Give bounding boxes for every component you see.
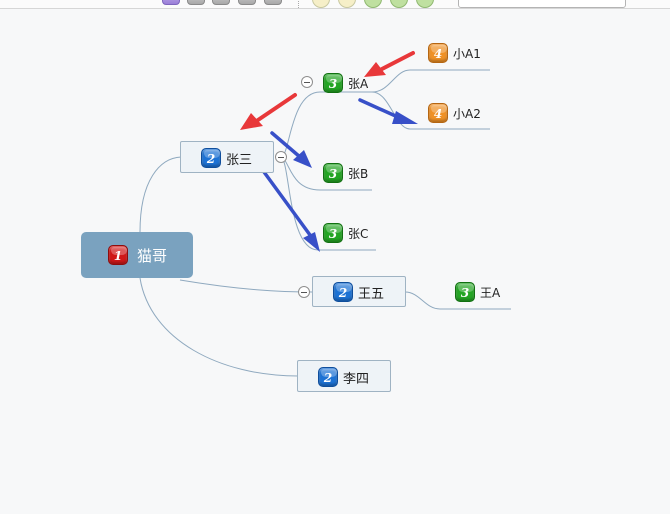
priority-2-icon: 2 [201,148,221,168]
topic-xiaoa2[interactable]: 4 小A2 [428,103,498,123]
search-input[interactable] [458,0,626,8]
priority-number: 3 [328,227,338,241]
connector-zhanga-xiaoa1 [371,69,490,93]
connector-central-zhangsan [139,156,182,233]
collapse-toggle-zhangsan[interactable] [275,151,287,163]
topic-wangwu[interactable]: 2 王五 [312,276,406,307]
priority-3-icon: 3 [323,223,343,243]
topic-label: 张三 [226,153,253,168]
toolbar-separator [298,0,299,8]
topic-label: 小A1 [453,47,481,61]
topic-zhangc[interactable]: 3 张C [323,223,383,243]
priority-number: 3 [328,77,338,91]
red-arrowhead [240,113,263,130]
priority-3-icon: 3 [455,282,475,302]
priority-number: 2 [206,152,216,166]
toolbar-icon[interactable] [238,0,256,5]
priority-number: 2 [323,371,333,385]
topic-label: 张B [348,167,369,181]
priority-number: 4 [433,47,443,61]
topic-lisi[interactable]: 2 李四 [297,360,391,392]
topic-label: 王五 [358,287,385,302]
topic-label: 张C [348,227,369,241]
topic-label: 小A2 [453,107,481,121]
priority-2-icon: 2 [318,367,338,387]
blue-arrowhead [293,150,312,168]
central-topic[interactable]: 1 猫哥 [81,232,193,278]
priority-number: 1 [113,249,123,263]
topic-label: 张A [348,77,369,91]
collapse-toggle-zhanga[interactable] [301,76,313,88]
topic-label: 王A [480,286,501,300]
topic-wanga[interactable]: 3 王A [455,282,515,302]
blue-arrow-to-zhangb [270,131,302,159]
toolbar-icon[interactable] [187,0,205,5]
priority-3-icon: 3 [323,73,343,93]
red-arrow-to-zhangsan [256,93,297,122]
priority-1-icon: 1 [108,245,128,265]
toolbar-icon[interactable] [162,0,180,5]
blue-arrowhead [303,232,320,252]
priority-4-icon: 4 [428,103,448,123]
red-arrow-annotations [240,51,415,130]
connector-wangwu-wanga [404,291,511,310]
topic-xiaoa1[interactable]: 4 小A1 [428,43,498,63]
priority-4-icon: 4 [428,43,448,63]
priority-number: 3 [460,286,470,300]
toolbar-icon[interactable] [264,0,282,5]
blue-arrow-annotations [262,98,418,252]
toolbar [0,0,670,9]
priority-2-icon: 2 [333,282,353,302]
topic-zhangb[interactable]: 3 张B [323,163,383,183]
topic-label: 猫哥 [137,247,168,265]
connector-zhangsan-zhanga [280,91,372,158]
red-arrow-to-zhanga [378,51,415,72]
red-arrowhead [364,62,386,77]
connector-central-lisi [139,277,299,377]
collapse-toggle-wangwu[interactable] [298,286,310,298]
priority-number: 2 [338,286,348,300]
priority-number: 3 [328,167,338,181]
blue-arrow-to-xiaoa2 [358,98,402,120]
topic-zhanga[interactable]: 3 张A [323,73,383,93]
priority-number: 4 [433,107,443,121]
topic-label: 李四 [343,372,370,387]
connector-central-wangwu [179,279,314,293]
priority-3-icon: 3 [323,163,343,183]
blue-arrowhead [392,111,418,124]
toolbar-icon[interactable] [212,0,230,5]
blue-arrow-to-zhangc [262,170,312,237]
topic-zhangsan[interactable]: 2 张三 [180,141,274,173]
